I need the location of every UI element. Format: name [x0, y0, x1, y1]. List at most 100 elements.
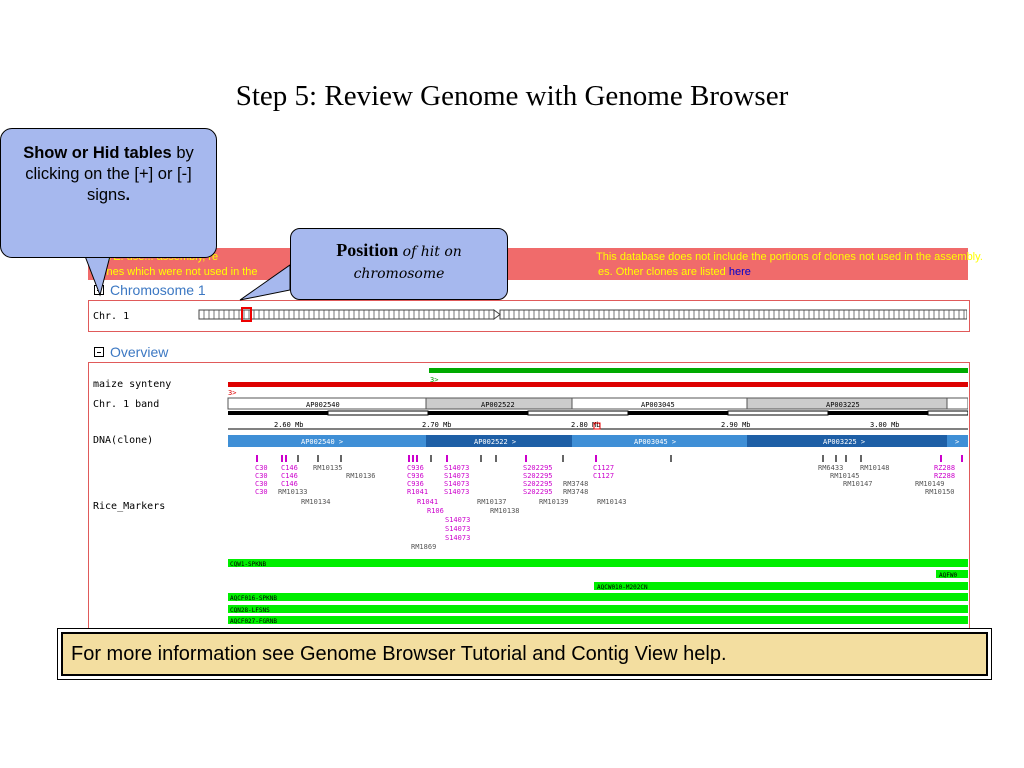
marker-label: RM1869 [411, 543, 436, 551]
clone-label: > [955, 438, 959, 446]
marker-label: RM6433 [818, 464, 843, 472]
band-label: AP002540 [306, 401, 340, 409]
marker-label: C30 [255, 488, 268, 496]
scale-label: 2.80 Mb [571, 421, 601, 429]
feature-bar [228, 593, 968, 601]
band-end [946, 397, 968, 410]
marker-label: RM3748 [563, 480, 588, 488]
marker-label: S14073 [444, 480, 469, 488]
marker-label: S202295 [523, 472, 553, 480]
feature-label: CQN28-LFSNS [230, 607, 270, 614]
feature-label: CQW1-SPKNB [230, 561, 267, 568]
assembly-warning-banner: NOTE: use... assembly, re Clones which w… [88, 248, 983, 280]
synteny-mark: 3> [430, 376, 438, 384]
callout-text: by clicking on the [+] or [-] signs [25, 144, 194, 204]
chr-row-label: Chr. 1 [93, 311, 130, 322]
track-label-rice-markers: Rice_Markers [93, 501, 166, 512]
marker-label: S14073 [444, 488, 469, 496]
marker-label: C146 [281, 464, 298, 472]
feature-bar [936, 570, 968, 578]
scale-label: 3.00 Mb [870, 421, 900, 429]
chromosome-arm-right [499, 309, 967, 320]
marker-label: S14073 [445, 516, 470, 524]
marker-label: RM10134 [301, 498, 331, 506]
here-link[interactable]: here [728, 266, 751, 278]
marker-label: S14073 [444, 472, 469, 480]
marker-label: RM10149 [915, 480, 945, 488]
marker-label: C30 [255, 480, 268, 488]
marker-label: C30 [255, 472, 268, 480]
marker-label: S14073 [445, 525, 470, 533]
track-label-maize-synteny: maize synteny [93, 379, 172, 390]
marker-label: R1041 [407, 488, 428, 496]
marker-label: C30 [255, 464, 268, 472]
callout-period: . [125, 186, 131, 204]
centromere-mark [493, 309, 501, 320]
marker-label: RM10139 [539, 498, 569, 506]
synteny-green-bar [429, 368, 968, 373]
track-label-chr-band: Chr. 1 band [93, 399, 160, 410]
synteny-mark: 3> [228, 389, 236, 397]
collapse-minus-icon[interactable] [94, 285, 104, 295]
feature-label: AQCF016-SPKNB [230, 595, 277, 602]
clone-ap002522 [426, 435, 572, 447]
marker-label: RM10137 [477, 498, 507, 506]
marker-label: C936 [407, 480, 424, 488]
overview-section-header: Overview [94, 344, 168, 360]
feature-bar [594, 582, 968, 590]
feature-bar [228, 559, 968, 567]
overview-section-title[interactable]: Overview [110, 344, 169, 360]
chromosome-section-title[interactable]: Chromosome 1 [110, 282, 206, 298]
clone-ap003045 [572, 435, 747, 447]
marker-label: RM10143 [597, 498, 627, 506]
chromosome-ideogram[interactable] [197, 307, 967, 325]
marker-label: C1127 [593, 472, 614, 480]
overview-tracks[interactable]: 3> 3> AP002540 AP002522 AP003045 AP00322… [226, 363, 968, 629]
scale-label: 2.90 Mb [721, 421, 751, 429]
chromosome-panel: Chr. 1 [88, 300, 970, 332]
clone-label: AP003225 > [823, 438, 865, 446]
collapse-minus-icon[interactable] [94, 347, 104, 357]
band-label: AP003045 [641, 401, 675, 409]
feature-label: AQFW0 [939, 572, 957, 579]
band-label: AP002522 [481, 401, 515, 409]
marker-label: C146 [281, 472, 298, 480]
feature-label: AQCW010-M202CN [597, 584, 648, 591]
marker-labels: C30 C146 RM10135 C30 C146 RM10136 C30 C1… [255, 464, 955, 551]
info-box: For more information see Genome Browser … [57, 628, 992, 680]
chromosome-arm-left [198, 309, 495, 320]
marker-label: RM10147 [843, 480, 873, 488]
feature-bar [228, 616, 968, 624]
marker-label: RM3748 [563, 488, 588, 496]
feature-bar [228, 605, 968, 613]
marker-label: S202295 [523, 488, 553, 496]
marker-label: RM10138 [490, 507, 520, 515]
marker-label: C936 [407, 464, 424, 472]
banner-line-2: Clones which were not used in the [90, 266, 258, 278]
marker-label: RM10135 [313, 464, 343, 472]
callout-bold: Show or Hid tables [23, 144, 172, 162]
marker-label: C1127 [593, 464, 614, 472]
band-label: AP003225 [826, 401, 860, 409]
marker-label: S14073 [444, 464, 469, 472]
marker-label: RM10148 [860, 464, 890, 472]
clone-label: AP003045 > [634, 438, 676, 446]
synteny-red-bar [228, 382, 968, 387]
hit-scale-marker [593, 422, 601, 430]
marker-label: RM10133 [278, 488, 308, 496]
scale-label: 2.70 Mb [422, 421, 452, 429]
banner-line-1-right: This database does not include the porti… [596, 251, 983, 263]
marker-label: S202295 [523, 464, 553, 472]
marker-ticks [256, 455, 963, 462]
chromosome-section-header: Chromosome 1 [94, 282, 206, 298]
banner-line-2-right: es. Other clones are listed here [598, 266, 751, 278]
position-callout: Position of hit on chromosome [290, 228, 508, 300]
track-label-dna-clone: DNA(clone) [93, 435, 154, 446]
clone-ap002540 [228, 435, 426, 447]
marker-label: RM10150 [925, 488, 955, 496]
marker-label: S14073 [445, 534, 470, 542]
marker-label: RZ288 [934, 472, 955, 480]
clone-label: AP002540 > [301, 438, 343, 446]
marker-label: C146 [281, 480, 298, 488]
callout-bold: Position [336, 240, 399, 260]
